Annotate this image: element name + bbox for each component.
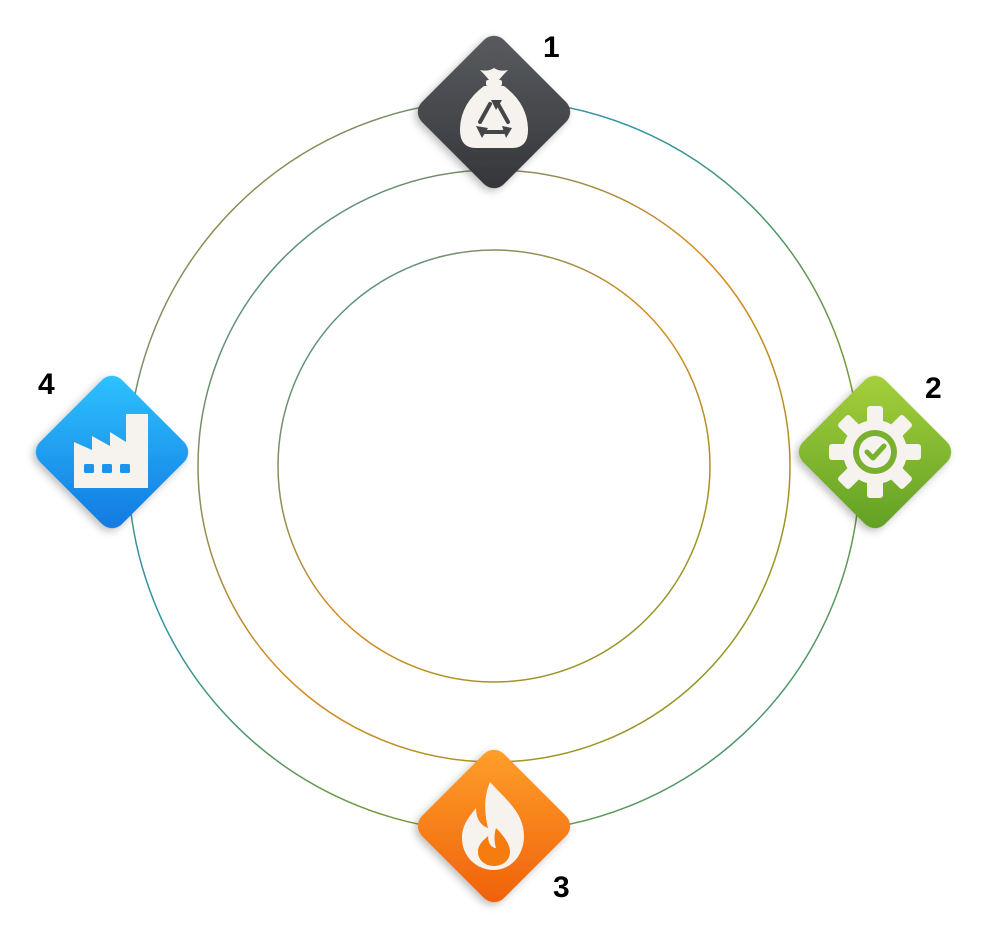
flame-icon [462,782,524,870]
step-4-node [35,375,189,529]
step-1-node [417,35,571,189]
inner-ring [277,249,711,683]
step-4-number: 4 [38,368,55,401]
step-2-node [798,375,952,529]
step-3-node [417,749,571,903]
step-2-number: 2 [925,372,942,405]
middle-ring [197,169,791,763]
step-1-number: 1 [543,31,560,64]
factory-icon [74,414,148,488]
recycle-bag-icon [460,68,528,148]
outer-ring [127,99,861,833]
step-3-number: 3 [553,871,570,904]
gear-check-icon [829,406,921,498]
